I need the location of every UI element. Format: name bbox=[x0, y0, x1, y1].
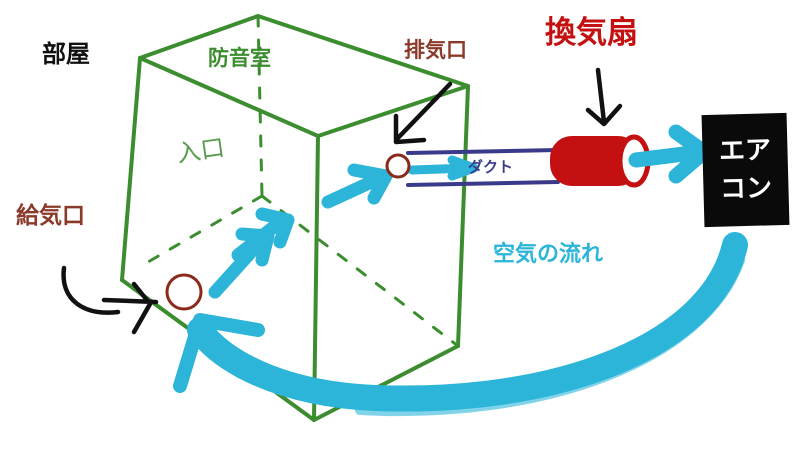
interior-arrow-top bbox=[321, 163, 393, 209]
ac-label-line1: エア bbox=[718, 135, 772, 167]
exhaust-port-label: 排気口 bbox=[404, 38, 467, 62]
soundproof-booth-box bbox=[120, 14, 470, 422]
exhaust-pointer bbox=[393, 81, 453, 145]
fan-label: 換気扇 bbox=[545, 15, 638, 51]
intake-pointer bbox=[61, 265, 159, 335]
booth-front-right-edge bbox=[312, 134, 320, 422]
booth-back-right-edge bbox=[456, 84, 470, 348]
duct-airflow-arrow bbox=[407, 155, 479, 181]
fan-body bbox=[550, 136, 640, 186]
booth-interior-airflow-arrows bbox=[208, 163, 393, 299]
booth-hidden-edges bbox=[146, 14, 460, 348]
air-flow-label: 空気の流れ bbox=[493, 242, 604, 267]
return-airflow-arrow bbox=[173, 232, 748, 417]
intake-port-label: 給気口 bbox=[16, 203, 85, 229]
booth-front-left-edge bbox=[120, 56, 142, 282]
booth-inner-scribble: 入口 bbox=[175, 134, 226, 168]
booth-label: 防音室 bbox=[208, 46, 271, 70]
duct-label: ダクト bbox=[468, 158, 514, 176]
fan-pointer bbox=[585, 67, 623, 127]
duct-bottom-line bbox=[406, 180, 560, 187]
duct-top-line bbox=[406, 148, 560, 155]
exhaust-port-ring bbox=[385, 153, 411, 179]
ac-label-line2: コン bbox=[719, 173, 773, 205]
interior-arrow-upper bbox=[231, 207, 295, 262]
room-label: 部屋 bbox=[42, 40, 90, 68]
intake-port-ring bbox=[165, 273, 203, 311]
exhaust-duct bbox=[406, 148, 560, 187]
air-conditioner-box: エア コン bbox=[701, 112, 790, 228]
label-pointer-arrows bbox=[61, 67, 623, 335]
